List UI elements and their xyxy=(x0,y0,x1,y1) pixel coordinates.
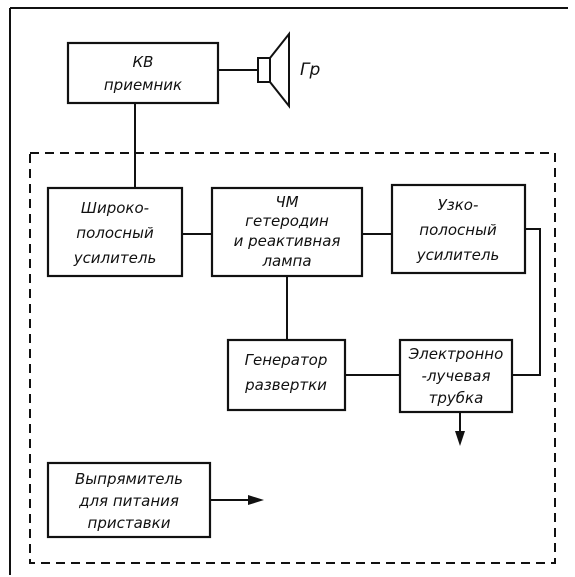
fm-oscillator-line-2: гетеродин xyxy=(245,212,329,230)
crt-line-3: трубка xyxy=(429,389,484,407)
rectifier-block: Выпрямитель для питания приставки xyxy=(46,461,212,539)
outer-frame xyxy=(9,7,568,575)
wideband-amp-line-2: полосный xyxy=(76,224,154,242)
conn-narrowband-crt xyxy=(512,228,541,376)
wideband-amp-line-1: Широко- xyxy=(81,199,149,217)
narrowband-amp-line-1: Узко- xyxy=(438,196,479,214)
rectifier-line-2: для питания xyxy=(78,492,179,510)
speaker-label: Гр xyxy=(300,60,320,80)
sweep-generator-block: Генератор развертки xyxy=(226,338,347,412)
kv-receiver-line-1: КВ xyxy=(133,53,154,71)
fm-oscillator-line-1: ЧМ xyxy=(275,193,298,211)
narrowband-amp-line-3: усилитель xyxy=(416,246,500,264)
fm-oscillator-block: ЧМ гетеродин и реактивная лампа xyxy=(210,186,364,278)
crt-block: Электронно -лучевая трубка xyxy=(398,338,514,414)
fm-oscillator-line-3: и реактивная xyxy=(234,232,341,250)
narrowband-amplifier-block: Узко- полосный усилитель xyxy=(390,183,527,275)
wideband-amplifier-block: Широко- полосный усилитель xyxy=(46,186,184,278)
rectifier-output-arrowhead xyxy=(248,495,264,505)
connections xyxy=(134,69,541,505)
rectifier-line-1: Выпрямитель xyxy=(75,470,183,488)
dashed-enclosure xyxy=(29,152,556,564)
kv-receiver-line-2: приемник xyxy=(104,76,182,94)
kv-receiver-block: КВ приемник xyxy=(66,41,220,105)
wideband-amp-line-3: усилитель xyxy=(73,249,157,267)
crt-line-1: Электронно xyxy=(408,345,504,363)
crt-output-arrowhead xyxy=(455,431,465,446)
narrowband-amp-line-2: полосный xyxy=(419,221,497,239)
fm-oscillator-line-4: лампа xyxy=(261,252,311,270)
sweep-generator-line-1: Генератор xyxy=(245,351,328,369)
speaker-icon xyxy=(257,31,290,109)
sweep-generator-line-2: развертки xyxy=(244,376,327,394)
crt-line-2: -лучевая xyxy=(421,367,490,385)
rectifier-line-3: приставки xyxy=(88,514,171,532)
